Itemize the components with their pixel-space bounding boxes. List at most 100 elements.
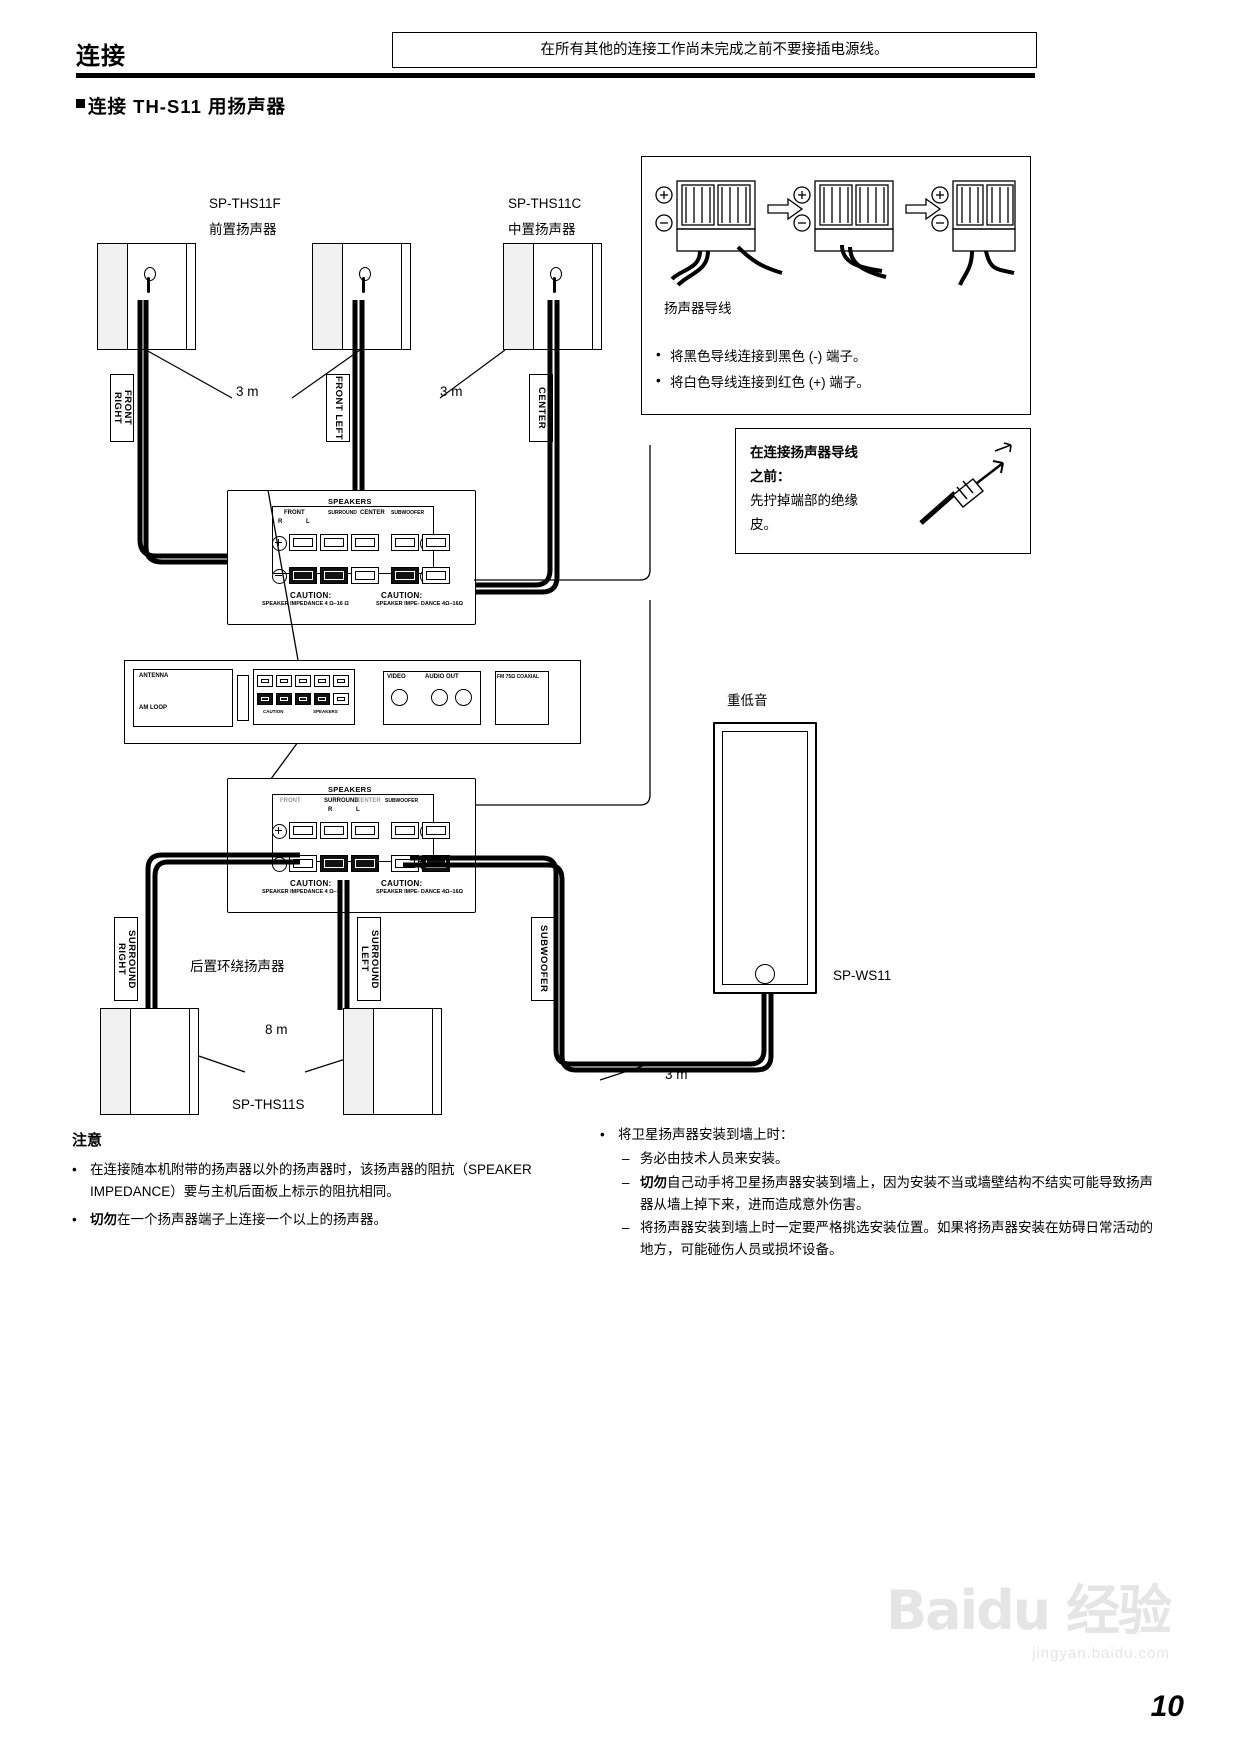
tag-surround-right: SURROUND RIGHT: [114, 917, 138, 1001]
warning-box: 在所有其他的连接工作尚未完成之前不要接插电源线。: [392, 32, 1037, 68]
terminal-row-top-lower: [289, 567, 453, 584]
section-bullet-icon: [76, 99, 85, 108]
watermark-sub: jingyan.baidu.com: [1032, 1645, 1170, 1662]
tag-surround-left: SURROUND LEFT: [357, 917, 381, 1001]
panel-top-title: SPEAKERS: [328, 497, 372, 506]
terminal[interactable]: [276, 693, 292, 705]
plus-terminal-icon: [272, 536, 287, 551]
amp-terminal-row-1: [257, 675, 352, 687]
sub-terminal-icon[interactable]: [755, 964, 775, 984]
terminal[interactable]: [320, 567, 348, 584]
front-model-label: SP-THS11F: [209, 196, 281, 211]
terminal[interactable]: [391, 822, 419, 839]
terminal-row-top-upper: [289, 534, 453, 551]
strip-insulation-infobox: 在连接扬声器导线 之前： 先拧掉端部的绝缘 皮。: [735, 428, 1031, 554]
terminal[interactable]: [320, 822, 348, 839]
panel-top-speakers: SPEAKERS FRONT R L SURROUND CENTER SUBWO…: [227, 490, 476, 625]
terminal[interactable]: [320, 855, 348, 872]
note-item: • 将卫星扬声器安装到墙上时：: [600, 1127, 794, 1142]
sub-model-label: SP-WS11: [833, 968, 892, 983]
notes-left: 注意 • 在连接随本机附带的扬声器以外的扬声器时，该扬声器的阻抗（SPEAKER…: [72, 1129, 562, 1231]
note-subitem: – 切勿自己动手将卫星扬声器安装到墙上，因为安装不当或墙壁结构不结实可能导致扬声…: [622, 1174, 1153, 1212]
jack-icon[interactable]: [431, 689, 448, 706]
terminal[interactable]: [276, 675, 292, 687]
terminal-row-bottom-upper: [289, 822, 453, 839]
front-name-label: 前置扬声器: [209, 222, 277, 237]
note-subitem: – 务必由技术人员来安装。: [622, 1150, 789, 1166]
wire-caption: 扬声器导线: [664, 301, 732, 316]
driver-icon: [547, 267, 563, 294]
tag-subwoofer: SUBWOOFER: [531, 917, 555, 1001]
panel-bottom-center: CENTER: [356, 798, 381, 804]
speaker-surround-left: [343, 1008, 442, 1115]
amp-label-3: FM 75Ω COAXIAL: [497, 674, 540, 680]
amp-label-6: SPEAKERS: [313, 709, 338, 714]
terminal[interactable]: [391, 567, 419, 584]
panel-bottom-caution2-title: CAUTION:: [381, 879, 423, 888]
speaker-surround-right: [100, 1008, 199, 1115]
terminal[interactable]: [289, 567, 317, 584]
panel-top-front-r: R: [278, 519, 283, 525]
jack-icon[interactable]: [391, 689, 408, 706]
amp-label-2: AM LOOP: [139, 705, 167, 711]
terminal[interactable]: [289, 534, 317, 551]
surround-cable-length: 8 m: [265, 1022, 288, 1037]
section-title: 连接 TH-S11 用扬声器: [88, 96, 286, 117]
plus-terminal-icon: [272, 824, 287, 839]
panel-bottom-caution1-title: CAUTION:: [290, 879, 332, 888]
amp-label-4: VIDEO: [387, 674, 406, 680]
jack-icon[interactable]: [455, 689, 472, 706]
panel-bottom-caution2-body: SPEAKER IMPE- DANCE 4Ω–16Ω: [376, 889, 464, 895]
terminal[interactable]: [422, 822, 450, 839]
terminal[interactable]: [351, 534, 379, 551]
terminal[interactable]: [351, 567, 379, 584]
terminal[interactable]: [422, 534, 450, 551]
note-item: • 在连接随本机附带的扬声器以外的扬声器时，该扬声器的阻抗（SPEAKER IM…: [72, 1162, 532, 1200]
panel-bottom-surround-l: L: [356, 807, 360, 813]
amp-label-1: ANTENNA: [139, 673, 169, 679]
terminal[interactable]: [333, 693, 349, 705]
wire-steps-illustration: [655, 180, 1016, 287]
surround-model-label: SP-THS11S: [232, 1097, 305, 1112]
terminal[interactable]: [333, 675, 349, 687]
center-model-label: SP-THS11C: [508, 196, 582, 211]
strip-body-1: 先拧掉端部的绝缘: [750, 493, 858, 508]
wire-note-1: • 将黑色导线连接到黑色 (-) 端子。: [656, 347, 867, 364]
subwoofer-box: [713, 722, 817, 994]
panel-top-caution2-body: SPEAKER IMPE- DANCE 4Ω–16Ω: [376, 601, 464, 607]
terminal[interactable]: [289, 822, 317, 839]
header-rule: [76, 73, 1035, 78]
amp-label-7: CAUTION: [263, 709, 284, 714]
terminal[interactable]: [257, 693, 273, 705]
amp-terminal-row-2: [257, 693, 352, 705]
panel-top-front: FRONT: [284, 510, 305, 516]
terminal[interactable]: [351, 855, 379, 872]
minus-terminal-icon: [272, 569, 287, 584]
strip-body-2: 皮。: [750, 517, 777, 532]
panel-top-surround: SURROUND: [328, 510, 357, 516]
note-item: • 切勿切勿在一个扬声器端子上连接一个以上的扬声器。在一个扬声器端子上连接一个以…: [72, 1212, 387, 1228]
page-number: 10: [1150, 1690, 1184, 1723]
terminal[interactable]: [257, 675, 273, 687]
terminal[interactable]: [422, 567, 450, 584]
center-cable-length: 3 m: [440, 384, 463, 399]
terminal[interactable]: [314, 693, 330, 705]
terminal[interactable]: [351, 822, 379, 839]
panel-bottom-front: FRONT: [280, 798, 301, 804]
terminal[interactable]: [391, 534, 419, 551]
terminal[interactable]: [295, 675, 311, 687]
note-subitem: – 将扬声器安装到墙上时一定要严格挑选安装位置。如果将扬声器安装在妨碍日常活动的…: [622, 1220, 1153, 1258]
center-name-label: 中置扬声器: [508, 222, 576, 237]
amplifier-rear-panel: ANTENNA AM LOOP CAUTION SPEAKERS VIDEO A…: [124, 660, 581, 744]
page-title: 连接: [76, 43, 126, 70]
terminal[interactable]: [320, 534, 348, 551]
terminal[interactable]: [314, 675, 330, 687]
terminal[interactable]: [295, 693, 311, 705]
panel-top-center: CENTER: [360, 510, 385, 516]
panel-bottom-subwoofer: SUBWOOFER: [385, 798, 419, 804]
panel-top-caution1-body: SPEAKER IMPEDANCE 4 Ω–16 Ω: [262, 601, 349, 607]
strip-wire-illustration: [919, 442, 1012, 525]
